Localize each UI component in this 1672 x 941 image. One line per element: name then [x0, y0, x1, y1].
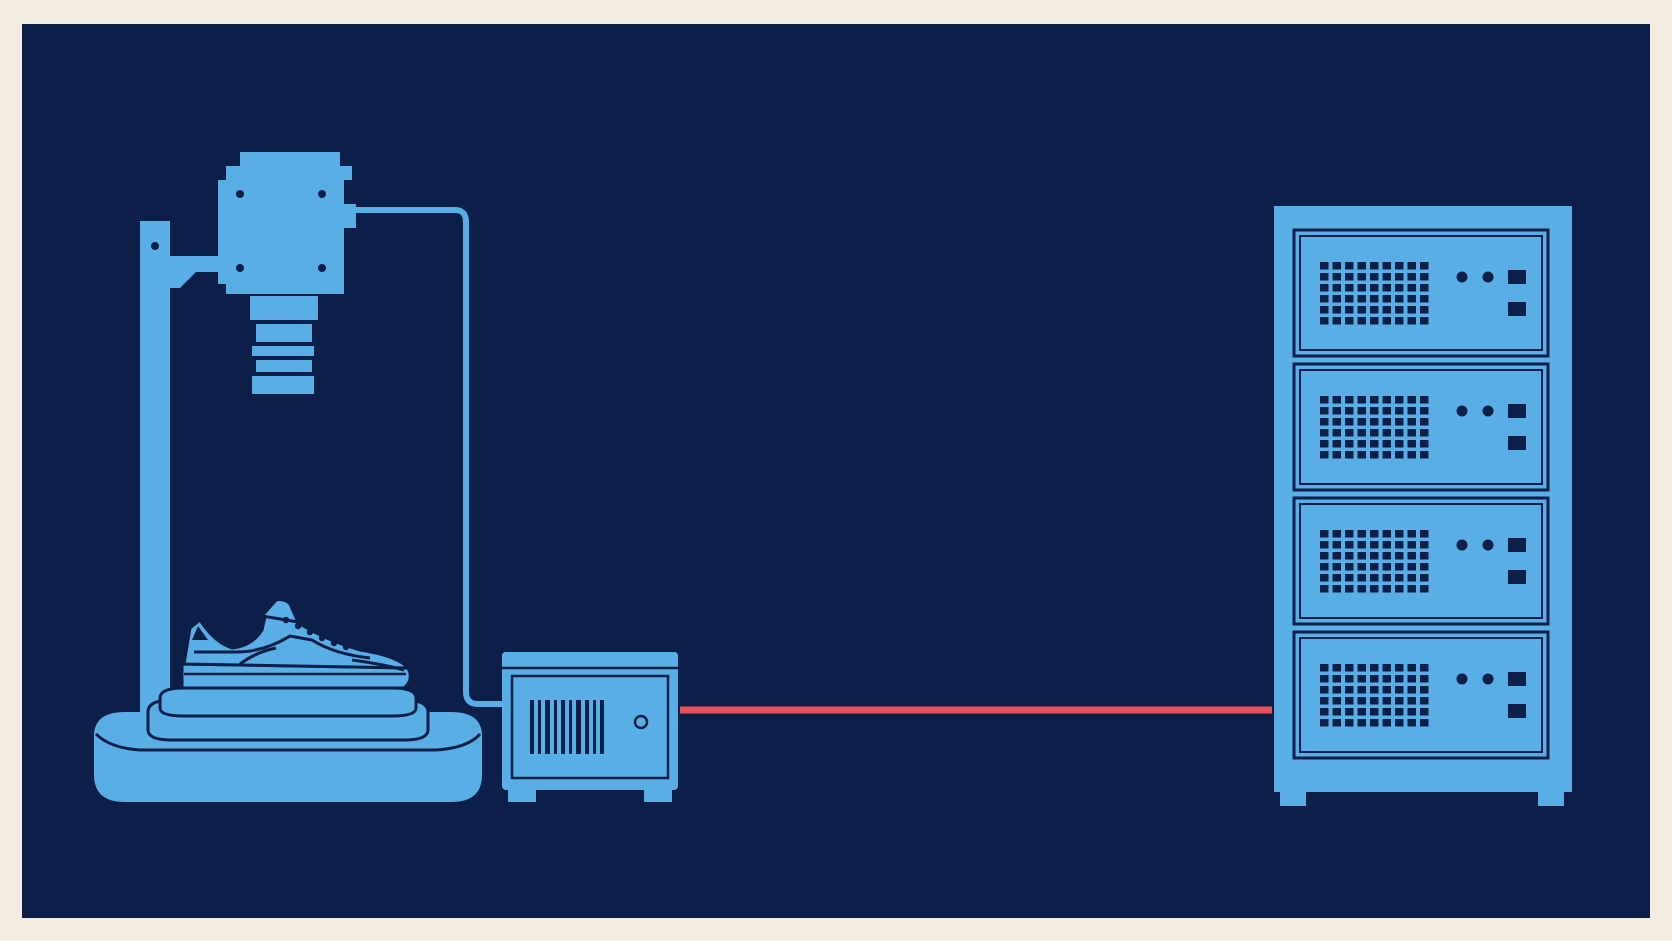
barcode-bar — [538, 700, 541, 754]
barcode-bar — [561, 700, 565, 754]
barcode-controller-icon — [502, 652, 678, 802]
stand-bracket — [170, 256, 222, 288]
camera-cable — [356, 207, 502, 707]
camera-stand — [140, 221, 222, 761]
turntable-platter — [158, 686, 418, 718]
controller-body — [502, 652, 678, 790]
camera-top-flange — [226, 166, 352, 180]
rack-status-light — [1482, 673, 1494, 685]
camera-icon — [218, 152, 356, 394]
rack-port — [1508, 570, 1526, 584]
camera-lens-ring — [252, 376, 314, 394]
rack-foot — [1538, 792, 1564, 806]
camera-bottom-flange — [226, 284, 344, 294]
rack-units — [1292, 228, 1550, 760]
rack-port — [1508, 302, 1526, 316]
barcode-bar — [554, 700, 557, 754]
server-rack-icon — [1274, 206, 1572, 806]
rack-port — [1508, 538, 1526, 552]
rack-port — [1508, 436, 1526, 450]
sneaker-laces — [282, 616, 350, 651]
rack-status-light — [1482, 271, 1494, 283]
camera-screw — [236, 190, 244, 198]
camera-lens-ring — [252, 346, 314, 356]
barcode-bar — [585, 700, 589, 754]
rack-port — [1508, 404, 1526, 418]
rack-unit — [1292, 496, 1550, 626]
controller-foot — [508, 790, 536, 802]
barcode-bar — [593, 700, 596, 754]
barcode-bar — [569, 700, 572, 754]
barcode-bar — [545, 700, 550, 754]
rack-port — [1508, 704, 1526, 718]
turntable-icon — [94, 686, 482, 802]
sneaker-icon — [180, 598, 412, 690]
rack-status-light — [1456, 271, 1468, 283]
rack-vent-grid — [1320, 396, 1429, 459]
camera-lens-ring — [256, 324, 312, 342]
sneaker-tongue — [259, 598, 301, 624]
stand-pole — [140, 221, 170, 761]
controller-barcode — [530, 700, 604, 754]
camera-connector — [344, 204, 356, 228]
controller-power-button — [633, 714, 649, 730]
rack-port — [1508, 270, 1526, 284]
barcode-bar — [576, 700, 581, 754]
rack-vent-grid — [1320, 530, 1429, 593]
rack-status-light — [1456, 673, 1468, 685]
rack-status-light — [1456, 405, 1468, 417]
rack-vent-grid — [1320, 262, 1429, 325]
camera-top-cap — [240, 152, 340, 166]
controller-foot — [644, 790, 672, 802]
rack-status-light — [1482, 405, 1494, 417]
rack-status-light — [1456, 539, 1468, 551]
rack-foot — [1280, 792, 1306, 806]
barcode-bar — [530, 700, 534, 754]
camera-lens-ring — [256, 360, 312, 372]
barcode-bar — [600, 700, 604, 754]
rack-unit — [1292, 630, 1550, 760]
camera-screw — [236, 264, 244, 272]
rack-vent-grid — [1320, 664, 1429, 727]
controller-top-lip — [502, 652, 678, 666]
camera-lens-ring — [250, 296, 318, 320]
rack-unit — [1292, 228, 1550, 358]
rack-unit — [1292, 362, 1550, 492]
controller-panel — [510, 674, 670, 780]
rack-status-light — [1482, 539, 1494, 551]
stand-bolt — [151, 242, 159, 250]
camera-screw — [318, 190, 326, 198]
camera-screw — [318, 264, 326, 272]
rack-port — [1508, 672, 1526, 686]
